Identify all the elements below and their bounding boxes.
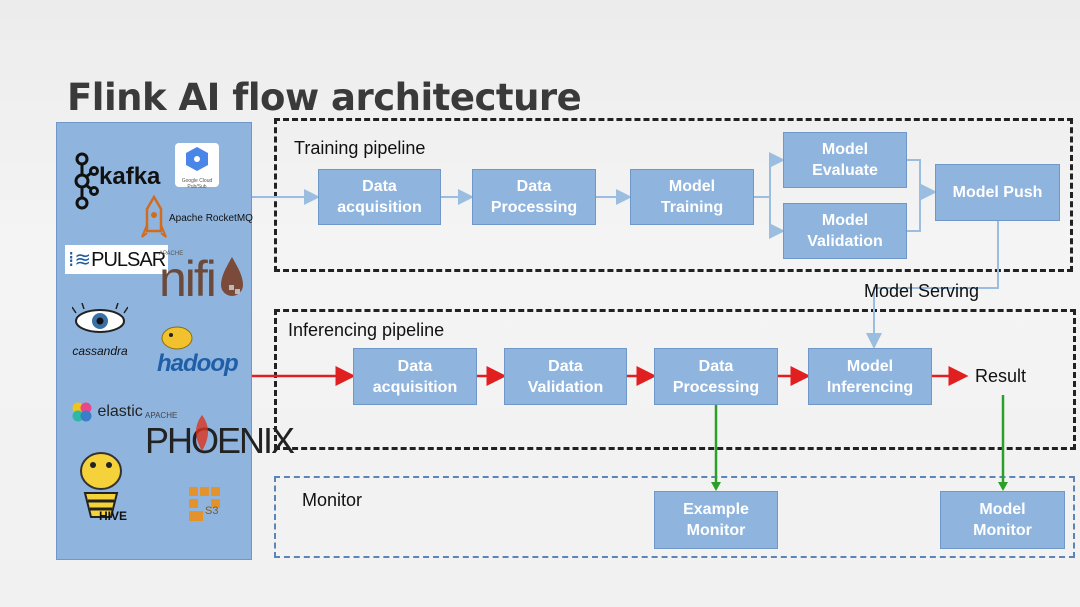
model-serving-label: Model Serving — [864, 281, 980, 301]
model-monitor-node[interactable]: Model Monitor — [940, 491, 1065, 549]
hive-bee-icon — [80, 452, 122, 518]
s3-bucket-icon — [189, 487, 220, 521]
elastic-icon — [72, 402, 92, 422]
phoenix-flame-icon — [195, 415, 209, 451]
cassandra-logo: cassandra — [69, 302, 131, 358]
inferencing-pipeline-box — [274, 309, 1076, 450]
model-evaluate-node[interactable]: Model Evaluate — [783, 132, 907, 188]
training-arrows — [252, 152, 999, 349]
result-label: Result — [975, 366, 1027, 386]
model-inferencing-node[interactable]: Model Inferencing — [808, 348, 932, 405]
kafka-icon — [74, 152, 99, 210]
pulsar-logo: ⁞≋PULSAR — [65, 245, 169, 274]
kafka-logo: kafka — [69, 151, 160, 216]
rocketmq-logo: Apache RocketMQ — [141, 194, 253, 248]
page-title: Flink AI flow architecture — [67, 76, 582, 119]
pubsub-icon — [186, 147, 208, 171]
training-pipeline-box — [274, 118, 1073, 272]
infer-data-acquisition-node[interactable]: Data acquisition — [353, 348, 477, 405]
monitor-box — [274, 476, 1075, 558]
s3-logo: S3 — [187, 485, 221, 530]
rocketmq-icon — [141, 194, 167, 238]
monitor-label: Monitor — [302, 490, 363, 510]
phoenix-logo: APACHE PHOENIX — [145, 411, 295, 461]
data-sources-panel: kafka Google Cloud Pub/Sub Apache Rocket… — [56, 122, 295, 560]
infer-data-validation-node[interactable]: Data Validation — [504, 348, 627, 405]
model-push-node[interactable]: Model Push — [935, 164, 1060, 221]
elastic-logo: elastic — [71, 401, 143, 423]
nifi-drop-icon — [221, 257, 244, 296]
cassandra-eye-icon — [71, 302, 129, 333]
hadoop-elephant-icon — [161, 326, 193, 350]
train-data-processing-node[interactable]: Data Processing — [472, 169, 596, 225]
infer-data-processing-node[interactable]: Data Processing — [654, 348, 778, 405]
nifi-logo: APACHE nifi — [159, 251, 245, 304]
inferencing-pipeline-label: Inferencing pipeline — [288, 320, 445, 340]
train-data-acquisition-node[interactable]: Data acquisition — [318, 169, 441, 225]
training-pipeline-label: Training pipeline — [294, 138, 426, 158]
hadoop-logo: hadoop — [157, 323, 239, 378]
model-validation-node[interactable]: Model Validation — [783, 203, 907, 259]
monitor-arrows — [711, 395, 1008, 491]
hive-logo: HIVE — [71, 447, 131, 528]
model-training-node[interactable]: Model Training — [630, 169, 754, 225]
example-monitor-node[interactable]: Example Monitor — [654, 491, 778, 549]
google-pubsub-logo: Google Cloud Pub/Sub — [175, 143, 219, 190]
